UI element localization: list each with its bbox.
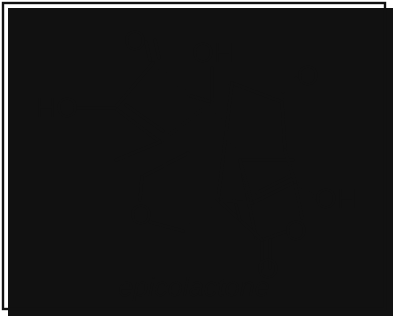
atom-o-lactone: O xyxy=(285,215,307,246)
atom-o-ketone-right: O xyxy=(297,60,319,91)
bond-lines xyxy=(76,38,318,270)
atom-oh-right: OH xyxy=(315,183,357,214)
atom-o-carbonyl-bottom: O xyxy=(257,253,279,284)
atom-o-ketone-left: O xyxy=(124,25,146,56)
frame-shadow xyxy=(8,8,393,316)
frame-border xyxy=(1,1,387,311)
compound-caption: epicolactone xyxy=(118,272,270,302)
atom-o-ring-left: O xyxy=(130,199,152,230)
atom-oh-top: OH xyxy=(192,37,234,68)
atom-ho-left: HO xyxy=(36,92,78,123)
